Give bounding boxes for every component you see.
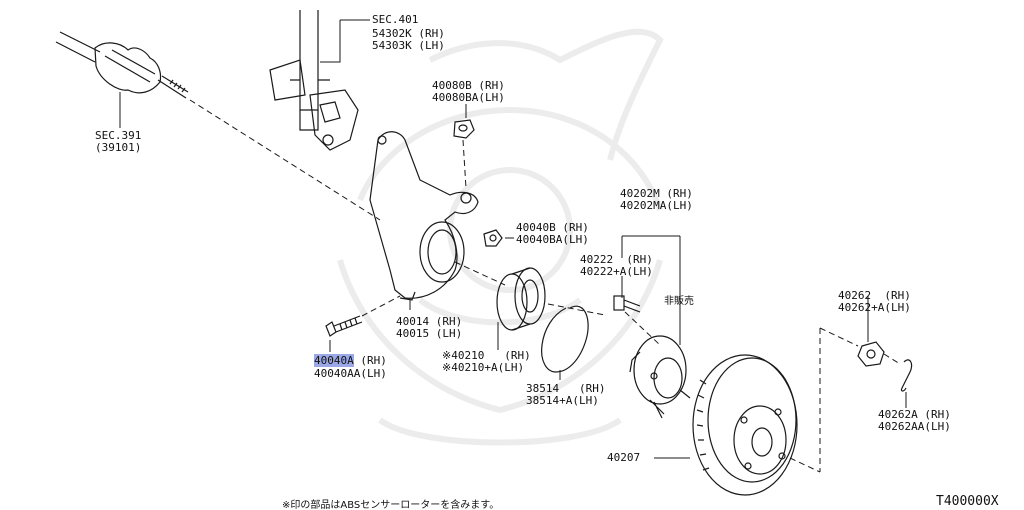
label-40262aa: 40262AA(LH) bbox=[878, 420, 951, 433]
footnote: ※印の部品はABSセンサーローターを含みます。 bbox=[282, 500, 500, 510]
nut-40040b bbox=[483, 229, 503, 247]
wheel-bearing bbox=[496, 267, 546, 331]
diagram-code: T400000X bbox=[936, 494, 999, 509]
label-39101: (39101) bbox=[95, 141, 142, 154]
label-40040ba: 40040BA(LH) bbox=[516, 233, 589, 246]
brake-rotor bbox=[692, 354, 798, 496]
drive-shaft bbox=[55, 31, 189, 99]
label-40210a: ※40210+A(LH) bbox=[442, 361, 525, 374]
label-40040aa: 40040AA(LH) bbox=[314, 367, 387, 380]
line-art bbox=[55, 10, 913, 496]
wheel-hub bbox=[629, 335, 691, 419]
label-40210: ※40210 (RH) bbox=[442, 349, 531, 362]
label-40015: 40015 (LH) bbox=[396, 327, 463, 340]
label-40207: 40207 bbox=[607, 451, 641, 464]
label-40222a: 40222+A(LH) bbox=[580, 265, 653, 278]
label-40040a-rh: (RH) bbox=[353, 354, 387, 367]
assembly-lines bbox=[189, 99, 901, 473]
bolt-40040a bbox=[325, 315, 363, 337]
label-not-for-sale: 非販売 bbox=[664, 296, 694, 307]
label-40262a: 40262+A(LH) bbox=[838, 301, 911, 314]
label-40262a2: 40262A (RH) bbox=[878, 408, 951, 421]
label-40040a-highlight: 40040A bbox=[314, 354, 354, 367]
label-38514: 38514 (RH) bbox=[526, 382, 606, 395]
label-40014: 40014 (RH) bbox=[396, 315, 463, 328]
label-40040b: 40040B (RH) bbox=[516, 221, 589, 234]
nut-40080b bbox=[453, 119, 475, 139]
label-40080ba: 40080BA(LH) bbox=[432, 91, 505, 104]
label-40202m: 40202M (RH) bbox=[620, 187, 693, 200]
label-38514a: 38514+A(LH) bbox=[526, 394, 599, 407]
label-54302k: 54302K (RH) bbox=[372, 27, 445, 40]
axle-nut bbox=[857, 341, 885, 367]
label-54303k: 54303K (LH) bbox=[372, 39, 445, 52]
label-sec401: SEC.401 bbox=[372, 13, 419, 26]
label-40080b: 40080B (RH) bbox=[432, 79, 505, 92]
cotter-pin bbox=[900, 359, 913, 392]
label-40222: 40222 (RH) bbox=[580, 253, 653, 266]
leader-lines bbox=[119, 19, 907, 459]
label-40202ma: 40202MA(LH) bbox=[620, 199, 693, 212]
steering-knuckle bbox=[369, 131, 479, 301]
snap-ring bbox=[541, 305, 589, 373]
hub-bolt bbox=[613, 295, 641, 313]
label-40262: 40262 (RH) bbox=[838, 289, 911, 302]
strut bbox=[269, 10, 359, 151]
label-40040a: 40040A (RH) bbox=[314, 354, 387, 367]
label-sec391: SEC.391 bbox=[95, 129, 142, 142]
